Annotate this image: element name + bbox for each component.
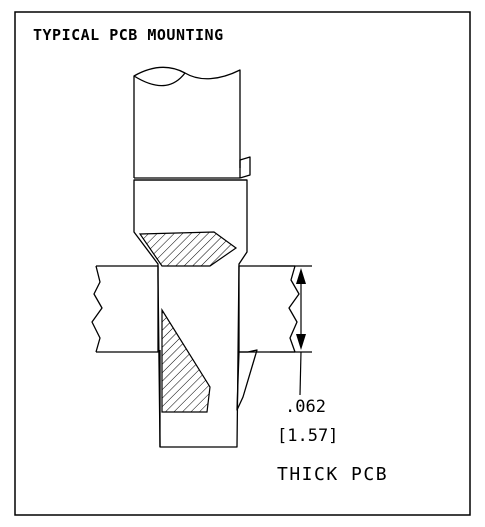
dimension-millimeters: [1.57] <box>277 426 339 446</box>
arrow-up-icon <box>296 268 306 284</box>
dimension-inches: .062 <box>285 397 326 417</box>
diagram-title: TYPICAL PCB MOUNTING <box>33 26 224 44</box>
pin-body <box>133 179 248 448</box>
pcb-right <box>238 265 300 353</box>
arrow-down-icon <box>296 334 306 350</box>
pcb-left <box>91 265 159 353</box>
hatch-upper <box>138 231 238 267</box>
hatch-lower <box>161 307 211 413</box>
upper-shaft <box>133 66 251 179</box>
dimension-arrows <box>296 268 306 350</box>
compliant-leg <box>159 349 258 447</box>
drawing-border <box>14 11 471 516</box>
dimension-lines <box>270 265 312 396</box>
dimension-description: THICK PCB <box>277 464 389 485</box>
